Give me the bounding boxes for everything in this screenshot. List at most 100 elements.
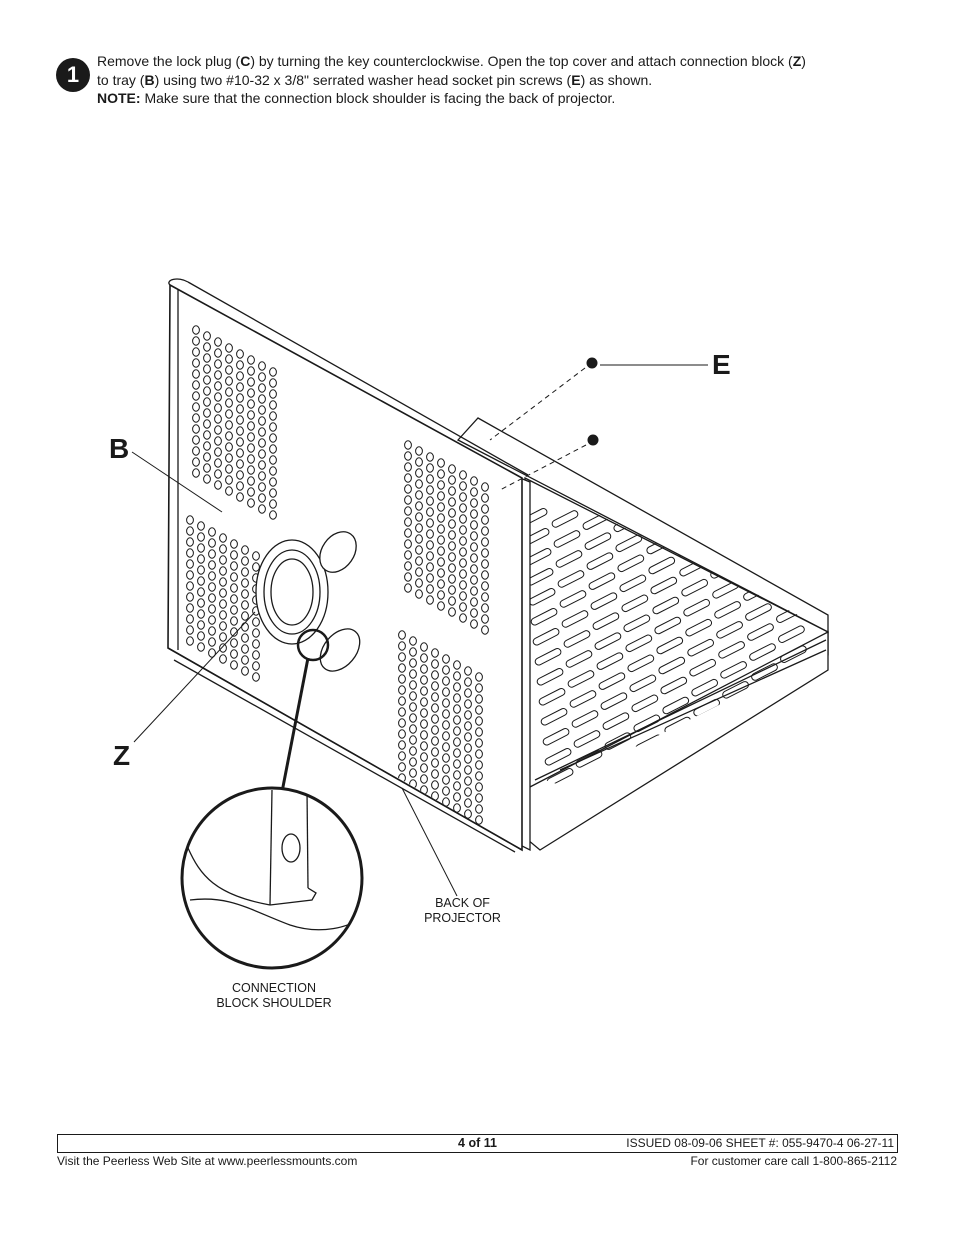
perforation-hole [203, 419, 211, 429]
perforation-hole [404, 495, 412, 505]
perforation-hole [415, 468, 423, 478]
perforation-hole [192, 391, 200, 401]
perforation-hole [269, 499, 277, 509]
perforation-hole [409, 680, 417, 690]
perforation-hole [192, 446, 200, 456]
perforation-hole [437, 458, 445, 468]
screw-e-upper [586, 357, 598, 369]
perforation-hole [230, 594, 238, 604]
perforation-hole [464, 787, 472, 797]
perforation-hole [409, 735, 417, 745]
tray-slot [739, 543, 766, 561]
perforation-hole [475, 738, 483, 748]
tray-slot [747, 623, 774, 641]
perforation-hole [230, 605, 238, 615]
perforation-hole [208, 626, 216, 636]
perforation-hole [236, 382, 244, 392]
perforation-hole [236, 360, 244, 370]
perforation-hole [208, 615, 216, 625]
perforation-hole [415, 479, 423, 489]
perforation-hole [225, 453, 233, 463]
perforation-hole [252, 617, 260, 627]
perforation-hole [192, 413, 200, 423]
perforation-hole [448, 519, 456, 529]
perforation-hole [258, 394, 266, 404]
perforation-hole [236, 349, 244, 359]
perforation-hole [219, 566, 227, 576]
perforation-hole [214, 447, 222, 457]
perforation-hole [431, 648, 439, 658]
tray-slot [619, 574, 647, 593]
perforation-hole [230, 550, 238, 560]
perforation-hole [214, 425, 222, 435]
perforation-hole [459, 525, 467, 535]
tray-slot [699, 758, 727, 777]
tray-slot [701, 778, 729, 785]
perforation-hole [426, 507, 434, 517]
perforation-hole [186, 614, 194, 624]
callout-b: B [109, 433, 130, 464]
perforation-hole [481, 559, 489, 569]
perforation-hole [186, 559, 194, 569]
perforation-hole [409, 702, 417, 712]
tray-slot [621, 594, 649, 613]
perforation-hole [192, 380, 200, 390]
perforation-hole [464, 677, 472, 687]
perforation-hole [415, 567, 423, 577]
perforation-hole [448, 486, 456, 496]
tray-slot [559, 590, 587, 608]
perforation-hole [214, 337, 222, 347]
perforation-hole [186, 537, 194, 547]
perforation-hole [192, 369, 200, 379]
perforation-hole [241, 655, 249, 665]
tray-slot [530, 587, 556, 606]
tray-slot [737, 523, 764, 541]
perforation-hole [426, 529, 434, 539]
tray-slot [706, 521, 733, 539]
perforation-hole [236, 459, 244, 469]
perforation-hole [459, 547, 467, 557]
tray-slot [751, 663, 778, 681]
perforation-hole [470, 608, 478, 618]
perforation-hole [470, 520, 478, 530]
tray-slot [623, 614, 651, 633]
perforation-hole [236, 393, 244, 403]
perforation-hole [442, 720, 450, 730]
perforation-hole [470, 498, 478, 508]
perforation-hole [481, 603, 489, 613]
tray-slot [584, 532, 612, 550]
tray-slot [656, 636, 684, 655]
perforation-hole [442, 753, 450, 763]
tray-slot [534, 647, 562, 666]
perforation-hole [258, 460, 266, 470]
perforation-hole [470, 553, 478, 563]
perforation-hole [269, 488, 277, 498]
perforation-hole [203, 452, 211, 462]
tray-slot [592, 612, 620, 630]
perforation-hole [470, 586, 478, 596]
tray-slot [763, 783, 790, 785]
perforation-hole [420, 763, 428, 773]
perforation-hole [431, 725, 439, 735]
perforation-hole [236, 371, 244, 381]
perforation-hole [426, 584, 434, 594]
perforation-hole [420, 664, 428, 674]
perforation-hole [409, 636, 417, 646]
perforation-hole [241, 644, 249, 654]
perforation-hole [475, 815, 483, 825]
tray-slot [532, 627, 560, 646]
perforation-hole [269, 389, 277, 399]
perforation-hole [464, 666, 472, 676]
instruction-line-1: Remove the lock plug (C) by turning the … [97, 53, 806, 69]
perforation-hole [269, 378, 277, 388]
perforation-hole [437, 524, 445, 534]
perforation-hole [409, 746, 417, 756]
tray-slot [555, 550, 583, 568]
tray-slot [658, 656, 686, 675]
perforation-hole [459, 569, 467, 579]
perforation-hole [252, 551, 260, 561]
perforation-hole [197, 631, 205, 641]
perforation-hole [214, 469, 222, 479]
perforation-hole [203, 474, 211, 484]
perforation-hole [481, 570, 489, 580]
